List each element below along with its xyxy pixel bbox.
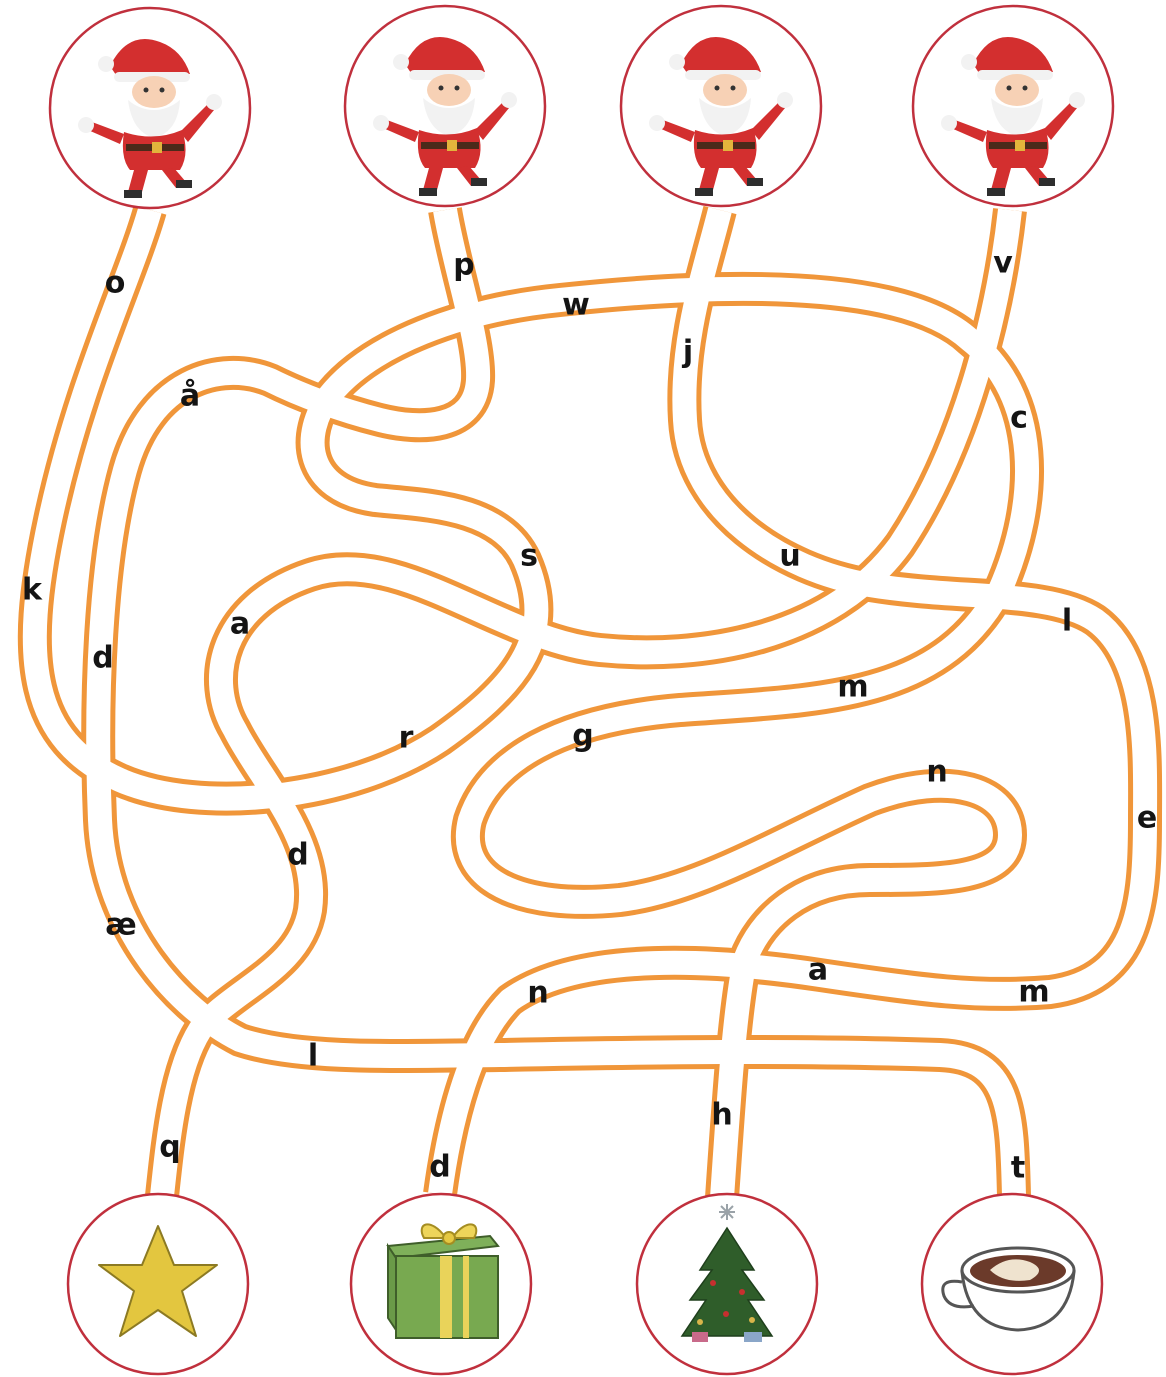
path-letter: c (1010, 401, 1028, 436)
path-letter: t (1011, 1151, 1025, 1186)
goal-node-christmas-tree[interactable] (637, 1194, 817, 1374)
path-letter: l (1062, 604, 1072, 639)
path-letter: l (308, 1039, 318, 1074)
path-letter: æ (105, 908, 136, 943)
start-node-santa-1[interactable] (50, 8, 250, 208)
path-letter: a (808, 953, 828, 988)
path-letter: k (22, 573, 43, 608)
maze-paths (35, 210, 1145, 1198)
path-letter: g (572, 719, 593, 754)
path-letter: o (105, 266, 126, 301)
start-node-santa-2[interactable] (345, 6, 545, 206)
start-node-santa-3[interactable] (621, 6, 821, 206)
path-letter: q (159, 1130, 180, 1165)
path-letter: m (1018, 975, 1049, 1010)
path-letter: u (779, 539, 800, 574)
path-letter: å (180, 378, 200, 414)
path-letter: j (682, 335, 693, 370)
path-letter: w (562, 288, 590, 323)
path-letter: v (993, 246, 1013, 281)
path-letter: h (711, 1098, 732, 1133)
goal-node-gift[interactable] (351, 1194, 531, 1374)
path-letter: s (520, 539, 538, 574)
path-letter: e (1137, 801, 1157, 836)
path-letter: m (837, 670, 868, 705)
path-letter: n (926, 755, 947, 790)
path-letter: r (399, 721, 414, 756)
path-letter: n (527, 976, 548, 1011)
path-letter: d (429, 1150, 450, 1185)
path-letter: d (92, 641, 113, 676)
path-letter: d (287, 838, 308, 873)
goal-node-hot-chocolate[interactable] (922, 1194, 1102, 1374)
path-letter: a (230, 607, 250, 642)
goal-node-star[interactable] (68, 1194, 248, 1374)
path-letter: p (453, 248, 474, 283)
start-node-santa-4[interactable] (913, 6, 1113, 206)
